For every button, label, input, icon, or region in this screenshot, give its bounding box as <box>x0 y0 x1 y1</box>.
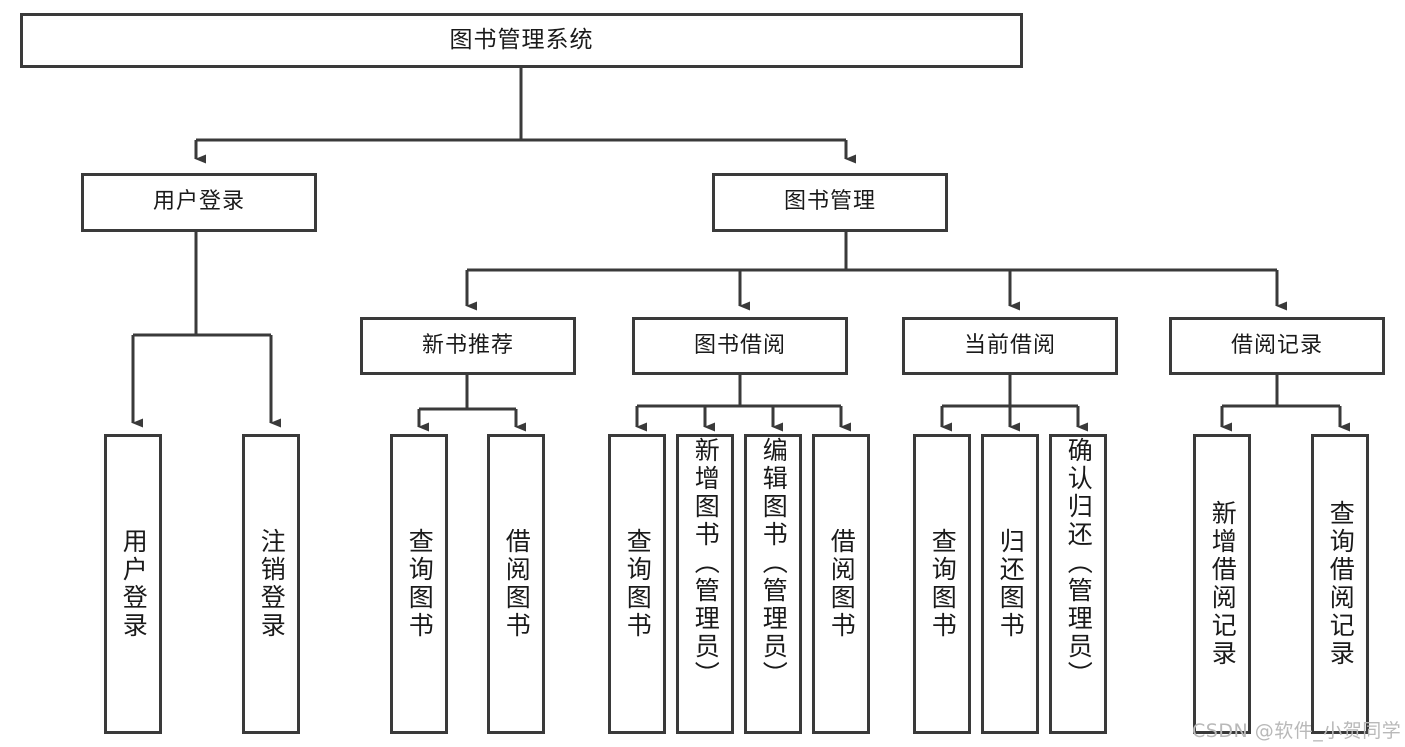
node-borrow-record-label: 借阅记录 <box>1230 332 1323 358</box>
leaf-new-book-borrow[interactable]: 借阅图书 <box>487 434 545 734</box>
node-root-system[interactable]: 图书管理系统 <box>20 13 1023 68</box>
node-current-borrow-label: 当前借阅 <box>963 332 1056 358</box>
leaf-user-login-signout-label: 注销登录 <box>257 528 287 640</box>
node-root-system-label: 图书管理系统 <box>449 26 594 53</box>
leaf-book-borrow-edit-label: 编辑图书（管理员） <box>759 437 789 689</box>
node-book-manage[interactable]: 图书管理 <box>712 173 948 232</box>
leaf-current-borrow-confirm[interactable]: 确认归还（管理员） <box>1049 434 1107 734</box>
leaf-user-login-signin-label: 用户登录 <box>119 528 149 640</box>
node-book-borrow-label: 图书借阅 <box>693 332 786 358</box>
leaf-book-borrow-borrow[interactable]: 借阅图书 <box>812 434 870 734</box>
leaf-borrow-record-query[interactable]: 查询借阅记录 <box>1311 434 1369 734</box>
node-current-borrow[interactable]: 当前借阅 <box>902 317 1118 375</box>
node-user-login-label: 用户登录 <box>152 189 245 215</box>
leaf-current-borrow-query[interactable]: 查询图书 <box>913 434 971 734</box>
leaf-borrow-record-query-label: 查询借阅记录 <box>1326 500 1356 668</box>
leaf-book-borrow-edit[interactable]: 编辑图书（管理员） <box>744 434 802 734</box>
node-borrow-record[interactable]: 借阅记录 <box>1169 317 1385 375</box>
leaf-borrow-record-add-label: 新增借阅记录 <box>1208 500 1238 668</box>
node-book-borrow[interactable]: 图书借阅 <box>632 317 848 375</box>
leaf-current-borrow-return-label: 归还图书 <box>996 528 1026 640</box>
watermark: CSDN @软件_小贺同学 <box>1192 716 1401 743</box>
leaf-book-borrow-add[interactable]: 新增图书（管理员） <box>676 434 734 734</box>
leaf-user-login-signout[interactable]: 注销登录 <box>242 434 300 734</box>
leaf-new-book-query-label: 查询图书 <box>405 528 435 640</box>
leaf-current-borrow-confirm-label: 确认归还（管理员） <box>1064 437 1094 689</box>
watermark-label: CSDN @软件_小贺同学 <box>1192 720 1402 742</box>
leaf-book-borrow-query-label: 查询图书 <box>623 528 653 640</box>
node-new-book-recommend[interactable]: 新书推荐 <box>360 317 576 375</box>
leaf-current-borrow-query-label: 查询图书 <box>928 528 958 640</box>
leaf-user-login-signin[interactable]: 用户登录 <box>104 434 162 734</box>
node-user-login[interactable]: 用户登录 <box>81 173 317 232</box>
leaf-new-book-query[interactable]: 查询图书 <box>390 434 448 734</box>
leaf-borrow-record-add[interactable]: 新增借阅记录 <box>1193 434 1251 734</box>
leaf-book-borrow-borrow-label: 借阅图书 <box>827 528 857 640</box>
node-book-manage-label: 图书管理 <box>783 189 876 215</box>
node-new-book-recommend-label: 新书推荐 <box>421 332 514 358</box>
leaf-current-borrow-return[interactable]: 归还图书 <box>981 434 1039 734</box>
leaf-new-book-borrow-label: 借阅图书 <box>502 528 532 640</box>
leaf-book-borrow-add-label: 新增图书（管理员） <box>691 437 721 689</box>
leaf-book-borrow-query[interactable]: 查询图书 <box>608 434 666 734</box>
